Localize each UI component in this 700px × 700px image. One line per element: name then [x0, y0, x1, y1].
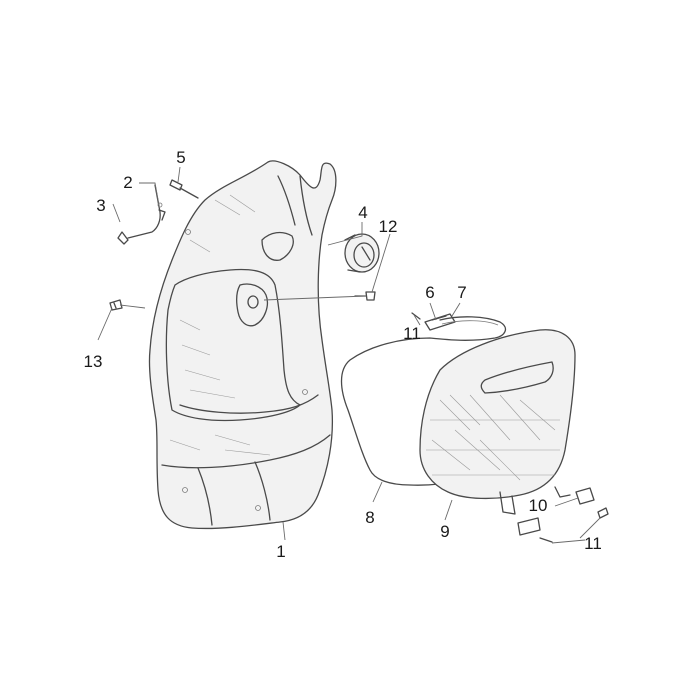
callout-11-top: 11 [403, 324, 421, 343]
clip-part-13 [109, 299, 123, 311]
bracket-part-6-7 [411, 312, 456, 331]
callout-7: 7 [457, 283, 466, 302]
callout-12: 12 [379, 217, 398, 236]
callout-8: 8 [365, 508, 374, 527]
screw-part-5 [169, 179, 199, 199]
callout-11-bottom: 11 [584, 534, 602, 553]
callout-9: 9 [440, 522, 449, 541]
callout-1: 1 [276, 542, 285, 561]
callout-labels: 1 2 3 4 5 6 7 8 9 10 11 11 12 13 [84, 148, 602, 561]
callout-6: 6 [425, 283, 434, 302]
clip-part-10 [517, 487, 595, 536]
callout-3: 3 [96, 196, 105, 215]
callout-5: 5 [176, 148, 185, 167]
glove-box-part [419, 329, 576, 515]
callout-2: 2 [123, 173, 132, 192]
callout-4: 4 [358, 203, 367, 222]
gasket-part [340, 316, 507, 486]
hook-bracket-part [117, 184, 166, 245]
cap-cover-part [344, 233, 380, 273]
callout-13: 13 [84, 352, 103, 371]
callout-10: 10 [529, 496, 548, 515]
screw-part-11 [539, 507, 609, 543]
leader-lines [97, 166, 601, 544]
leg-shield-part [148, 160, 337, 530]
